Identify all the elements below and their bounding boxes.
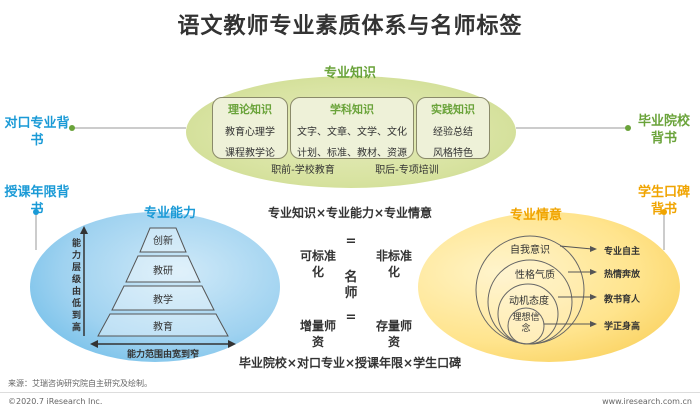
box-head: 理论知识: [228, 103, 272, 116]
left-bottom-dot: [33, 209, 39, 215]
box-line: 计划、标准、教材、资源: [297, 148, 407, 159]
emotion-ellipse: [418, 212, 680, 362]
level-education: 教育: [153, 322, 173, 333]
pyramid-level-education: [97, 313, 229, 337]
knowledge-box-subject: 学科知识 文字、文章、文学、文化 计划、标准、教材、资源: [290, 97, 414, 159]
pyramid-level-teaching: [111, 285, 215, 311]
left-top-dot: [69, 125, 75, 131]
formula-top: 专业知识×专业能力×专业情意: [267, 206, 433, 220]
level-innovation: 创新: [153, 236, 173, 247]
right-top-dot: [625, 125, 631, 131]
emotion-tag-integrity: 学正身高: [604, 322, 641, 332]
emotion-tag-autonomy: 专业自主: [604, 247, 641, 257]
formula-bottom: 毕业院校×对口专业×授课年限×学生口碑: [238, 356, 462, 370]
right-bottom-dot: [661, 209, 667, 215]
horizontal-arrow-right: [228, 340, 236, 348]
source-note: 来源：艾瑞咨询研究院自主研究及绘制。: [8, 379, 152, 388]
knowledge-title: 专业知识: [323, 66, 376, 81]
right-tag-school: 毕业院校背书: [637, 114, 690, 146]
horizontal-label: 能力范围由宽到窄: [126, 350, 199, 360]
circle-label-temperament: 性格气质: [515, 270, 555, 281]
pyramid-level-research: [125, 255, 201, 283]
ability-title: 专业能力: [143, 206, 196, 221]
emotion-title: 专业情意: [509, 208, 562, 223]
left-top-label: 可标准化: [299, 249, 336, 279]
left-tag-major: 对口专业背书: [4, 116, 70, 148]
ability-ellipse: [30, 212, 280, 362]
equals-top: =: [345, 234, 357, 249]
right-bottom-label: 存量师资: [375, 319, 412, 349]
equals-bottom: =: [345, 310, 357, 325]
box-head: 实践知识: [431, 103, 475, 116]
circle-label-motivation: 动机态度: [509, 296, 549, 307]
level-research: 教研: [153, 266, 173, 277]
footer-divider: [0, 392, 700, 393]
website: www.iresearch.com.cn: [602, 397, 692, 406]
vertical-label: 能力层级由低到高: [71, 239, 81, 333]
page-title: 语文教师专业素质体系与名师标签: [177, 14, 523, 39]
vertical-arrow-head: [80, 226, 88, 234]
right-top-label: 非标准化: [375, 249, 412, 279]
box-head: 学科知识: [330, 103, 374, 116]
stage-preservice: 职前-学校教育: [271, 165, 335, 176]
famous-label: 名师: [344, 270, 358, 301]
box-line: 文字、文章、文学、文化: [297, 127, 407, 138]
circle-label-self: 自我意识: [510, 245, 550, 256]
left-bottom-label: 增量师资: [299, 319, 336, 349]
box-line: 教育心理学: [225, 127, 275, 138]
box-line: 经验总结: [433, 127, 473, 138]
pyramid-level-innovation: [139, 227, 187, 253]
circle-belief: [507, 307, 545, 345]
level-teaching: 教学: [153, 295, 173, 306]
copyright: ©2020.7 iResearch Inc.: [8, 397, 103, 406]
circle-label-belief: 理想信念: [512, 313, 540, 334]
emotion-tag-educating: 教书育人: [604, 295, 641, 305]
emotion-tag-passion: 热情奔放: [604, 270, 641, 280]
knowledge-box-practice: 实践知识 经验总结 风格特色: [416, 97, 490, 159]
stage-inservice: 职后-专项培训: [375, 165, 439, 176]
box-line: 课程教学论: [225, 148, 275, 159]
box-line: 风格特色: [433, 148, 473, 159]
horizontal-arrow-left: [90, 340, 98, 348]
knowledge-box-theory: 理论知识 教育心理学 课程教学论: [212, 97, 288, 159]
